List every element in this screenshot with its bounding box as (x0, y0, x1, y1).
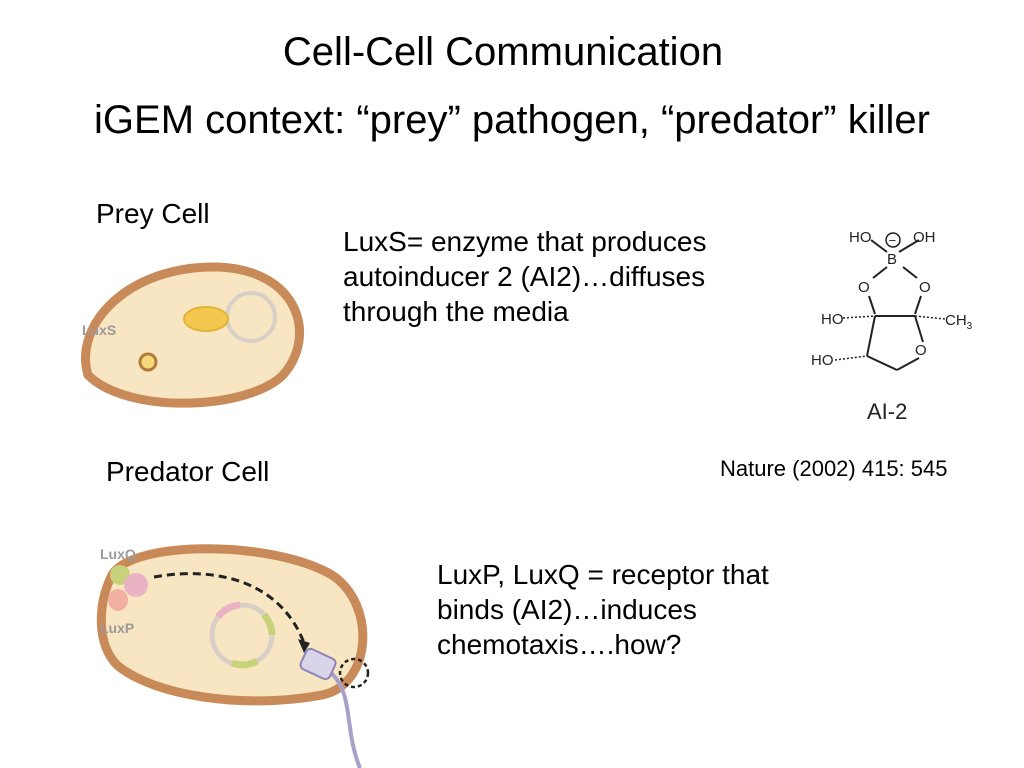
slide-title: Cell-Cell Communication (282, 30, 724, 74)
predator-cell-label: Predator Cell (106, 456, 270, 487)
predator-cell-illustration: LuxQ LuxP (96, 544, 370, 768)
luxs-tag: LuxS (82, 322, 116, 338)
prey-description-line: through the media (343, 296, 569, 327)
prey-description: LuxS= enzyme that produces autoinducer 2… (343, 224, 706, 329)
rotation-arrow-icon (338, 657, 370, 689)
prey-cell-label: Prey Cell (96, 198, 210, 229)
slide-subtitle: iGEM context: “prey” pathogen, “predator… (94, 98, 930, 142)
molecule-name: AI-2 (867, 399, 907, 424)
atom-ch3: CH3 (945, 312, 973, 332)
atom-o-left: O (858, 279, 870, 296)
atom-ho-mid: HO (821, 311, 844, 328)
signal-path-arrow (153, 572, 306, 644)
atom-ho-bottom: HO (811, 352, 834, 369)
atom-o-ring: O (915, 342, 927, 359)
predator-description-line: binds (AI2)…induces (437, 594, 697, 625)
atom-oh-top-right: OH (913, 229, 936, 246)
luxq-receptor (110, 565, 148, 597)
atom-o-right: O (919, 279, 931, 296)
luxp-receptor (108, 589, 128, 611)
prey-description-line: LuxS= enzyme that produces (343, 226, 707, 257)
luxp-tag: LuxP (100, 620, 134, 636)
predator-description-line: chemotaxis….how? (437, 629, 682, 660)
luxs-enzyme (183, 306, 229, 332)
flagellar-motor (299, 647, 337, 681)
prey-description-line: autoinducer 2 (AI2)…diffuses (343, 261, 706, 292)
predator-description: LuxP, LuxQ = receptor that binds (AI2)…i… (437, 557, 769, 662)
atom-ho-top-left: HO (849, 229, 872, 246)
prey-cell-illustration: LuxS (81, 262, 304, 408)
ai2-structure: − HO OH B O O HO CH3 HO O AI-2 (811, 229, 973, 424)
negative-charge-icon (885, 232, 901, 248)
luxq-tag: LuxQ (100, 546, 136, 562)
predator-description-line: LuxP, LuxQ = receptor that (437, 559, 769, 590)
prey-cell-membrane (81, 262, 304, 408)
ai2-molecule-dot (138, 352, 158, 372)
charge-sign: − (889, 233, 897, 248)
atom-boron: B (887, 251, 897, 268)
predator-cell-membrane (96, 544, 368, 706)
arrowhead-icon (298, 639, 310, 653)
citation: Nature (2002) 415: 545 (720, 456, 948, 481)
